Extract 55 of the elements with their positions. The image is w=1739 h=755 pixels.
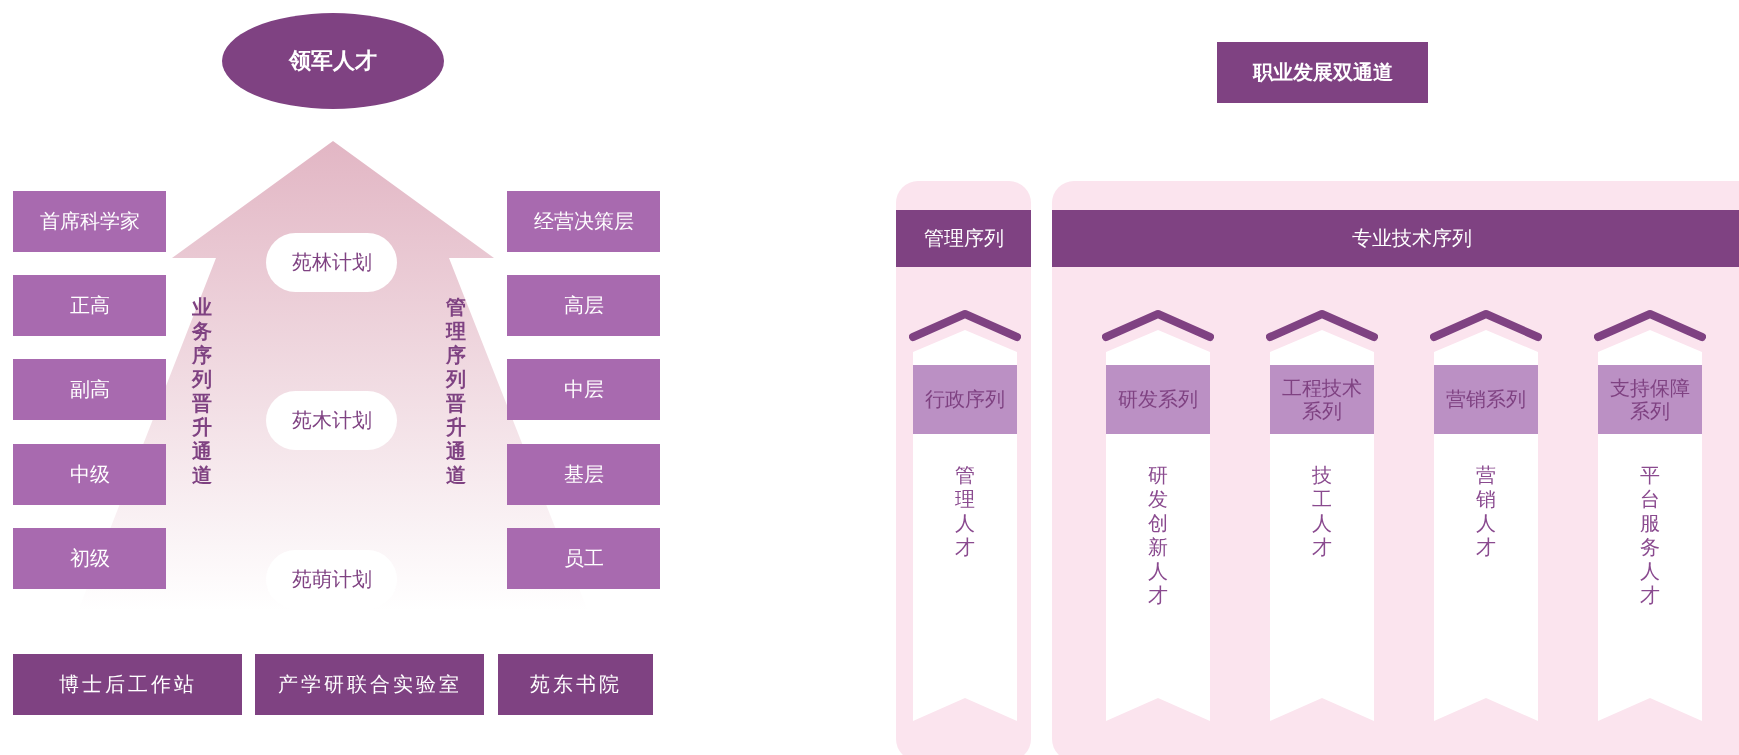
ribbon-banner xyxy=(1270,330,1374,721)
node-label: 专业技术序列 xyxy=(1352,225,1472,252)
vertical-label: 业务序列晋升通道 xyxy=(191,295,213,487)
panel-background xyxy=(1052,181,1739,755)
ribbon-banner xyxy=(1598,330,1702,721)
level-box xyxy=(507,275,660,336)
node-label: 产学研联合实验室 xyxy=(277,671,462,698)
level-box xyxy=(507,191,660,252)
series-label: 研发系列 xyxy=(1106,365,1210,434)
node-label: 苑萌计划 xyxy=(291,566,372,593)
node-label: 基层 xyxy=(563,461,604,488)
node-label: 职业发展双通道 xyxy=(1252,59,1393,86)
vertical-label: 研发创新人才 xyxy=(1147,463,1169,607)
level-box xyxy=(13,528,166,589)
panel-header xyxy=(1052,210,1739,267)
node-label: 中级 xyxy=(69,461,110,488)
node-label: 管理序列 xyxy=(923,225,1004,252)
level-box xyxy=(498,654,653,715)
level-box xyxy=(255,654,484,715)
series-label: 行政序列 xyxy=(913,365,1017,434)
ribbon-banner xyxy=(1434,330,1538,721)
node-label: 正高 xyxy=(69,292,110,319)
series-label: 营销系列 xyxy=(1434,365,1538,434)
vertical-label: 管理人才 xyxy=(954,463,976,559)
node-label: 经营决策层 xyxy=(533,208,634,235)
level-box xyxy=(13,444,166,505)
series-label: 支持保障系列 xyxy=(1598,365,1702,434)
node-label: 苑木计划 xyxy=(291,407,372,434)
level-box xyxy=(507,444,660,505)
title-box xyxy=(1217,42,1428,103)
level-box xyxy=(13,654,242,715)
node-label: 高层 xyxy=(563,292,604,319)
level-box xyxy=(507,359,660,420)
node-label: 首席科学家 xyxy=(39,208,140,235)
level-box xyxy=(507,528,660,589)
level-box xyxy=(13,191,166,252)
level-box xyxy=(13,275,166,336)
node-label: 苑东书院 xyxy=(529,671,622,698)
panel-background xyxy=(896,181,1031,755)
vertical-label: 营销人才 xyxy=(1475,463,1497,559)
node-label: 员工 xyxy=(563,545,604,572)
vertical-label: 平台服务人才 xyxy=(1639,463,1661,607)
node-label: 领军人才 xyxy=(289,47,377,75)
node-label: 初级 xyxy=(69,545,110,572)
ribbon-banner xyxy=(913,330,1017,721)
panel-header xyxy=(896,210,1031,267)
vertical-label: 技工人才 xyxy=(1311,463,1333,559)
level-box xyxy=(13,359,166,420)
node-label: 中层 xyxy=(563,376,604,403)
vertical-label: 管理序列晋升通道 xyxy=(445,295,467,487)
node-label: 博士后工作站 xyxy=(58,671,197,698)
node-label: 苑林计划 xyxy=(291,249,372,276)
ribbon-banner xyxy=(1106,330,1210,721)
node-label: 副高 xyxy=(69,376,110,403)
series-label: 工程技术系列 xyxy=(1270,365,1374,434)
